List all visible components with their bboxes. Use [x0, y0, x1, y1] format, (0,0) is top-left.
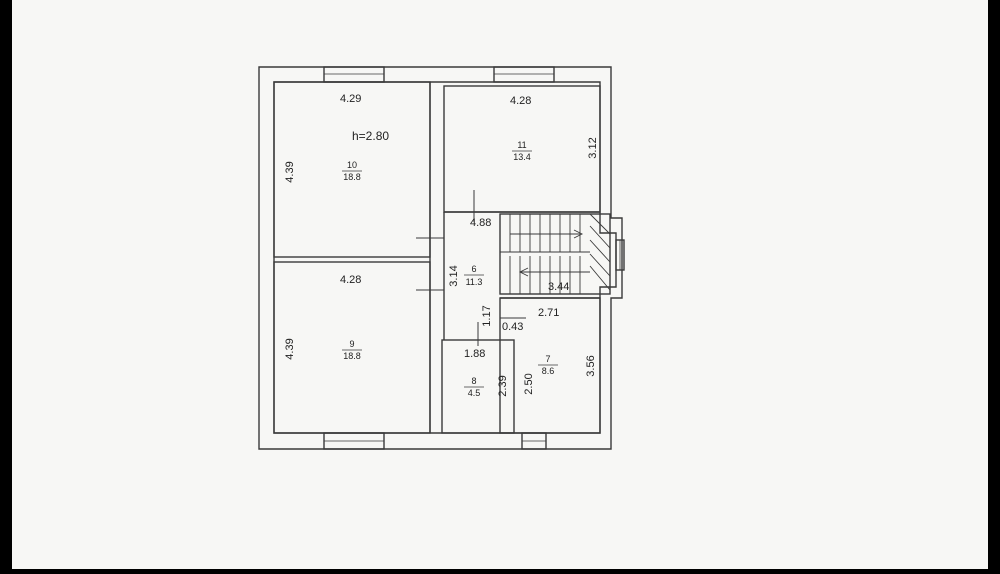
room-7-depth: 3.56 — [585, 355, 597, 376]
room-7-number: 7 — [545, 354, 550, 364]
outer-wall — [258, 66, 623, 450]
room-11-area: 13.4 — [513, 152, 531, 162]
room-8-number: 8 — [471, 376, 476, 386]
room-10-number: 10 — [347, 160, 357, 170]
room-10-width: 4.29 — [340, 93, 361, 105]
corridor-dim-0-43: 0.43 — [502, 321, 523, 333]
corridor-area: 11.3 — [466, 277, 483, 287]
height-note: h=2.80 — [352, 129, 389, 143]
room-8-width: 1.88 — [464, 348, 485, 360]
bath-wall-dim: 2.50 — [523, 373, 535, 394]
window — [323, 66, 385, 83]
room-11-width: 4.28 — [510, 95, 531, 107]
corridor-number: 6 — [471, 264, 476, 274]
staircase — [499, 213, 611, 295]
room-7-width: 2.71 — [538, 307, 559, 319]
window — [493, 66, 555, 83]
document-page: 4.29 h=2.80 4.39 10 18.8 4.28 11 13.4 3.… — [12, 0, 988, 569]
room-9-number: 9 — [349, 339, 354, 349]
corridor-width: 4.88 — [470, 217, 491, 229]
stair-width: 3.44 — [548, 281, 569, 293]
room-9-width: 4.28 — [340, 274, 361, 286]
room-9-area: 18.8 — [343, 351, 361, 361]
room-11-depth: 3.12 — [587, 137, 599, 158]
room-10-depth: 4.39 — [284, 161, 296, 182]
corridor-dim-1-17: 1.17 — [481, 305, 493, 326]
corridor-depth: 3.14 — [448, 265, 460, 286]
room-8-area: 4.5 — [468, 388, 481, 398]
room-9-depth: 4.39 — [284, 338, 296, 359]
room-11-number: 11 — [517, 140, 526, 150]
room-10-area: 18.8 — [343, 172, 361, 182]
floor-plan: 4.29 h=2.80 4.39 10 18.8 4.28 11 13.4 3.… — [258, 66, 625, 450]
room-7-area: 8.6 — [542, 366, 555, 376]
room-8-depth: 2.39 — [497, 375, 509, 396]
